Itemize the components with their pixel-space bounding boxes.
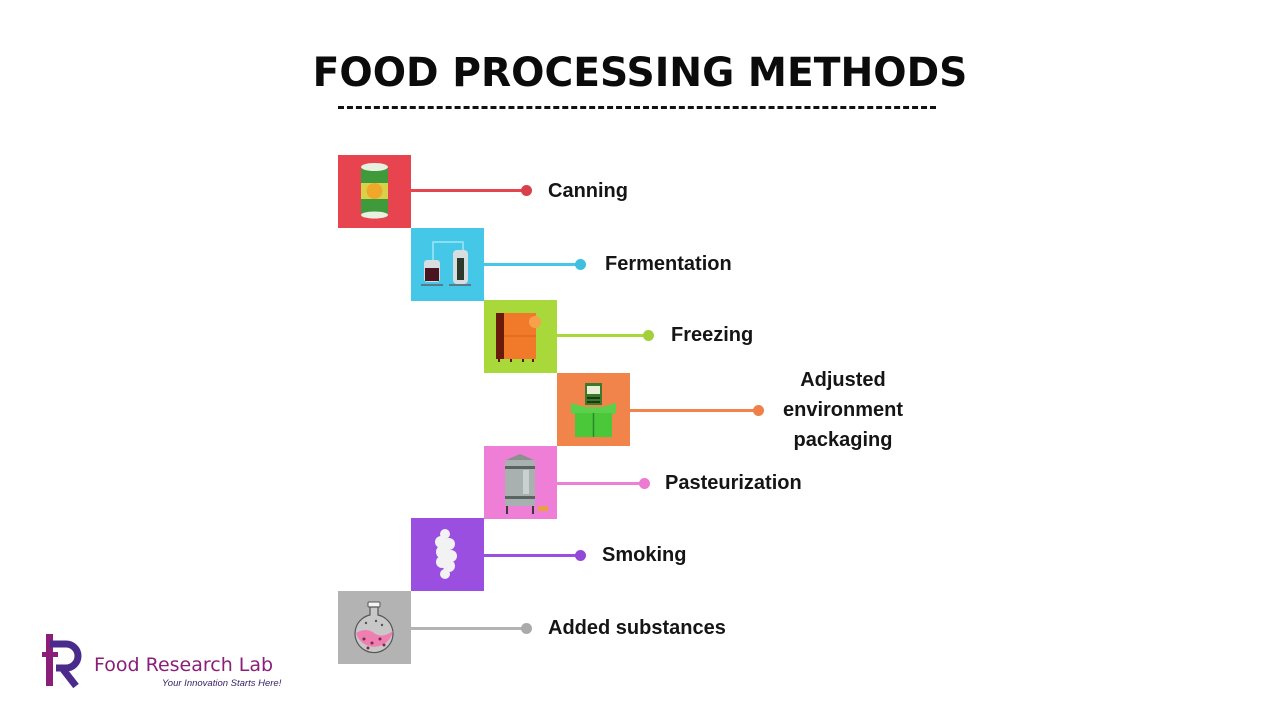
page-title: FOOD PROCESSING METHODS <box>312 50 968 96</box>
method-tile-freezing <box>484 300 557 373</box>
can-icon <box>338 155 411 228</box>
pasteurizer-tank-icon <box>484 446 557 519</box>
logo-mark-icon <box>42 634 82 688</box>
title-divider <box>338 106 936 109</box>
method-tile-smoking <box>411 518 484 591</box>
brand-tagline: Your Innovation Starts Here! <box>162 678 282 689</box>
connector-added-substances <box>411 627 527 630</box>
method-tile-pasteurization <box>484 446 557 519</box>
connector-dot-adjusted-environment-packaging <box>753 405 764 416</box>
connector-smoking <box>484 554 580 557</box>
connector-adjusted-environment-packaging <box>630 409 758 412</box>
freezer-icon <box>484 300 557 373</box>
brand-logo: Food Research Lab Your Innovation Starts… <box>42 630 292 690</box>
connector-pasteurization <box>557 482 645 485</box>
method-label-canning: Canning <box>548 180 628 202</box>
connector-dot-pasteurization <box>639 478 650 489</box>
method-tile-added-substances <box>338 591 411 664</box>
method-label-freezing: Freezing <box>671 324 754 346</box>
fermentation-tanks-icon <box>411 228 484 301</box>
method-label-adjusted-environment-packaging: Adjusted environment packaging <box>768 365 918 455</box>
connector-dot-freezing <box>643 330 654 341</box>
method-label-pasteurization: Pasteurization <box>665 472 802 494</box>
brand-name: Food Research Lab <box>94 654 274 676</box>
connector-dot-fermentation <box>575 259 586 270</box>
connector-fermentation <box>484 263 580 266</box>
method-label-added-substances: Added substances <box>548 617 726 639</box>
method-label-fermentation: Fermentation <box>605 253 732 275</box>
connector-dot-canning <box>521 185 532 196</box>
smoke-icon <box>411 518 484 591</box>
connector-dot-smoking <box>575 550 586 561</box>
method-label-smoking: Smoking <box>602 544 687 566</box>
method-tile-adjusted-environment-packaging <box>557 373 630 446</box>
connector-freezing <box>557 334 649 337</box>
flask-icon <box>338 591 411 664</box>
connector-canning <box>411 189 527 192</box>
method-label-line: environment <box>782 399 904 421</box>
method-tile-canning <box>338 155 411 228</box>
method-label-line: packaging <box>793 429 893 451</box>
package-box-icon <box>557 373 630 446</box>
method-label-line: Adjusted <box>800 369 886 391</box>
method-tile-fermentation <box>411 228 484 301</box>
connector-dot-added-substances <box>521 623 532 634</box>
